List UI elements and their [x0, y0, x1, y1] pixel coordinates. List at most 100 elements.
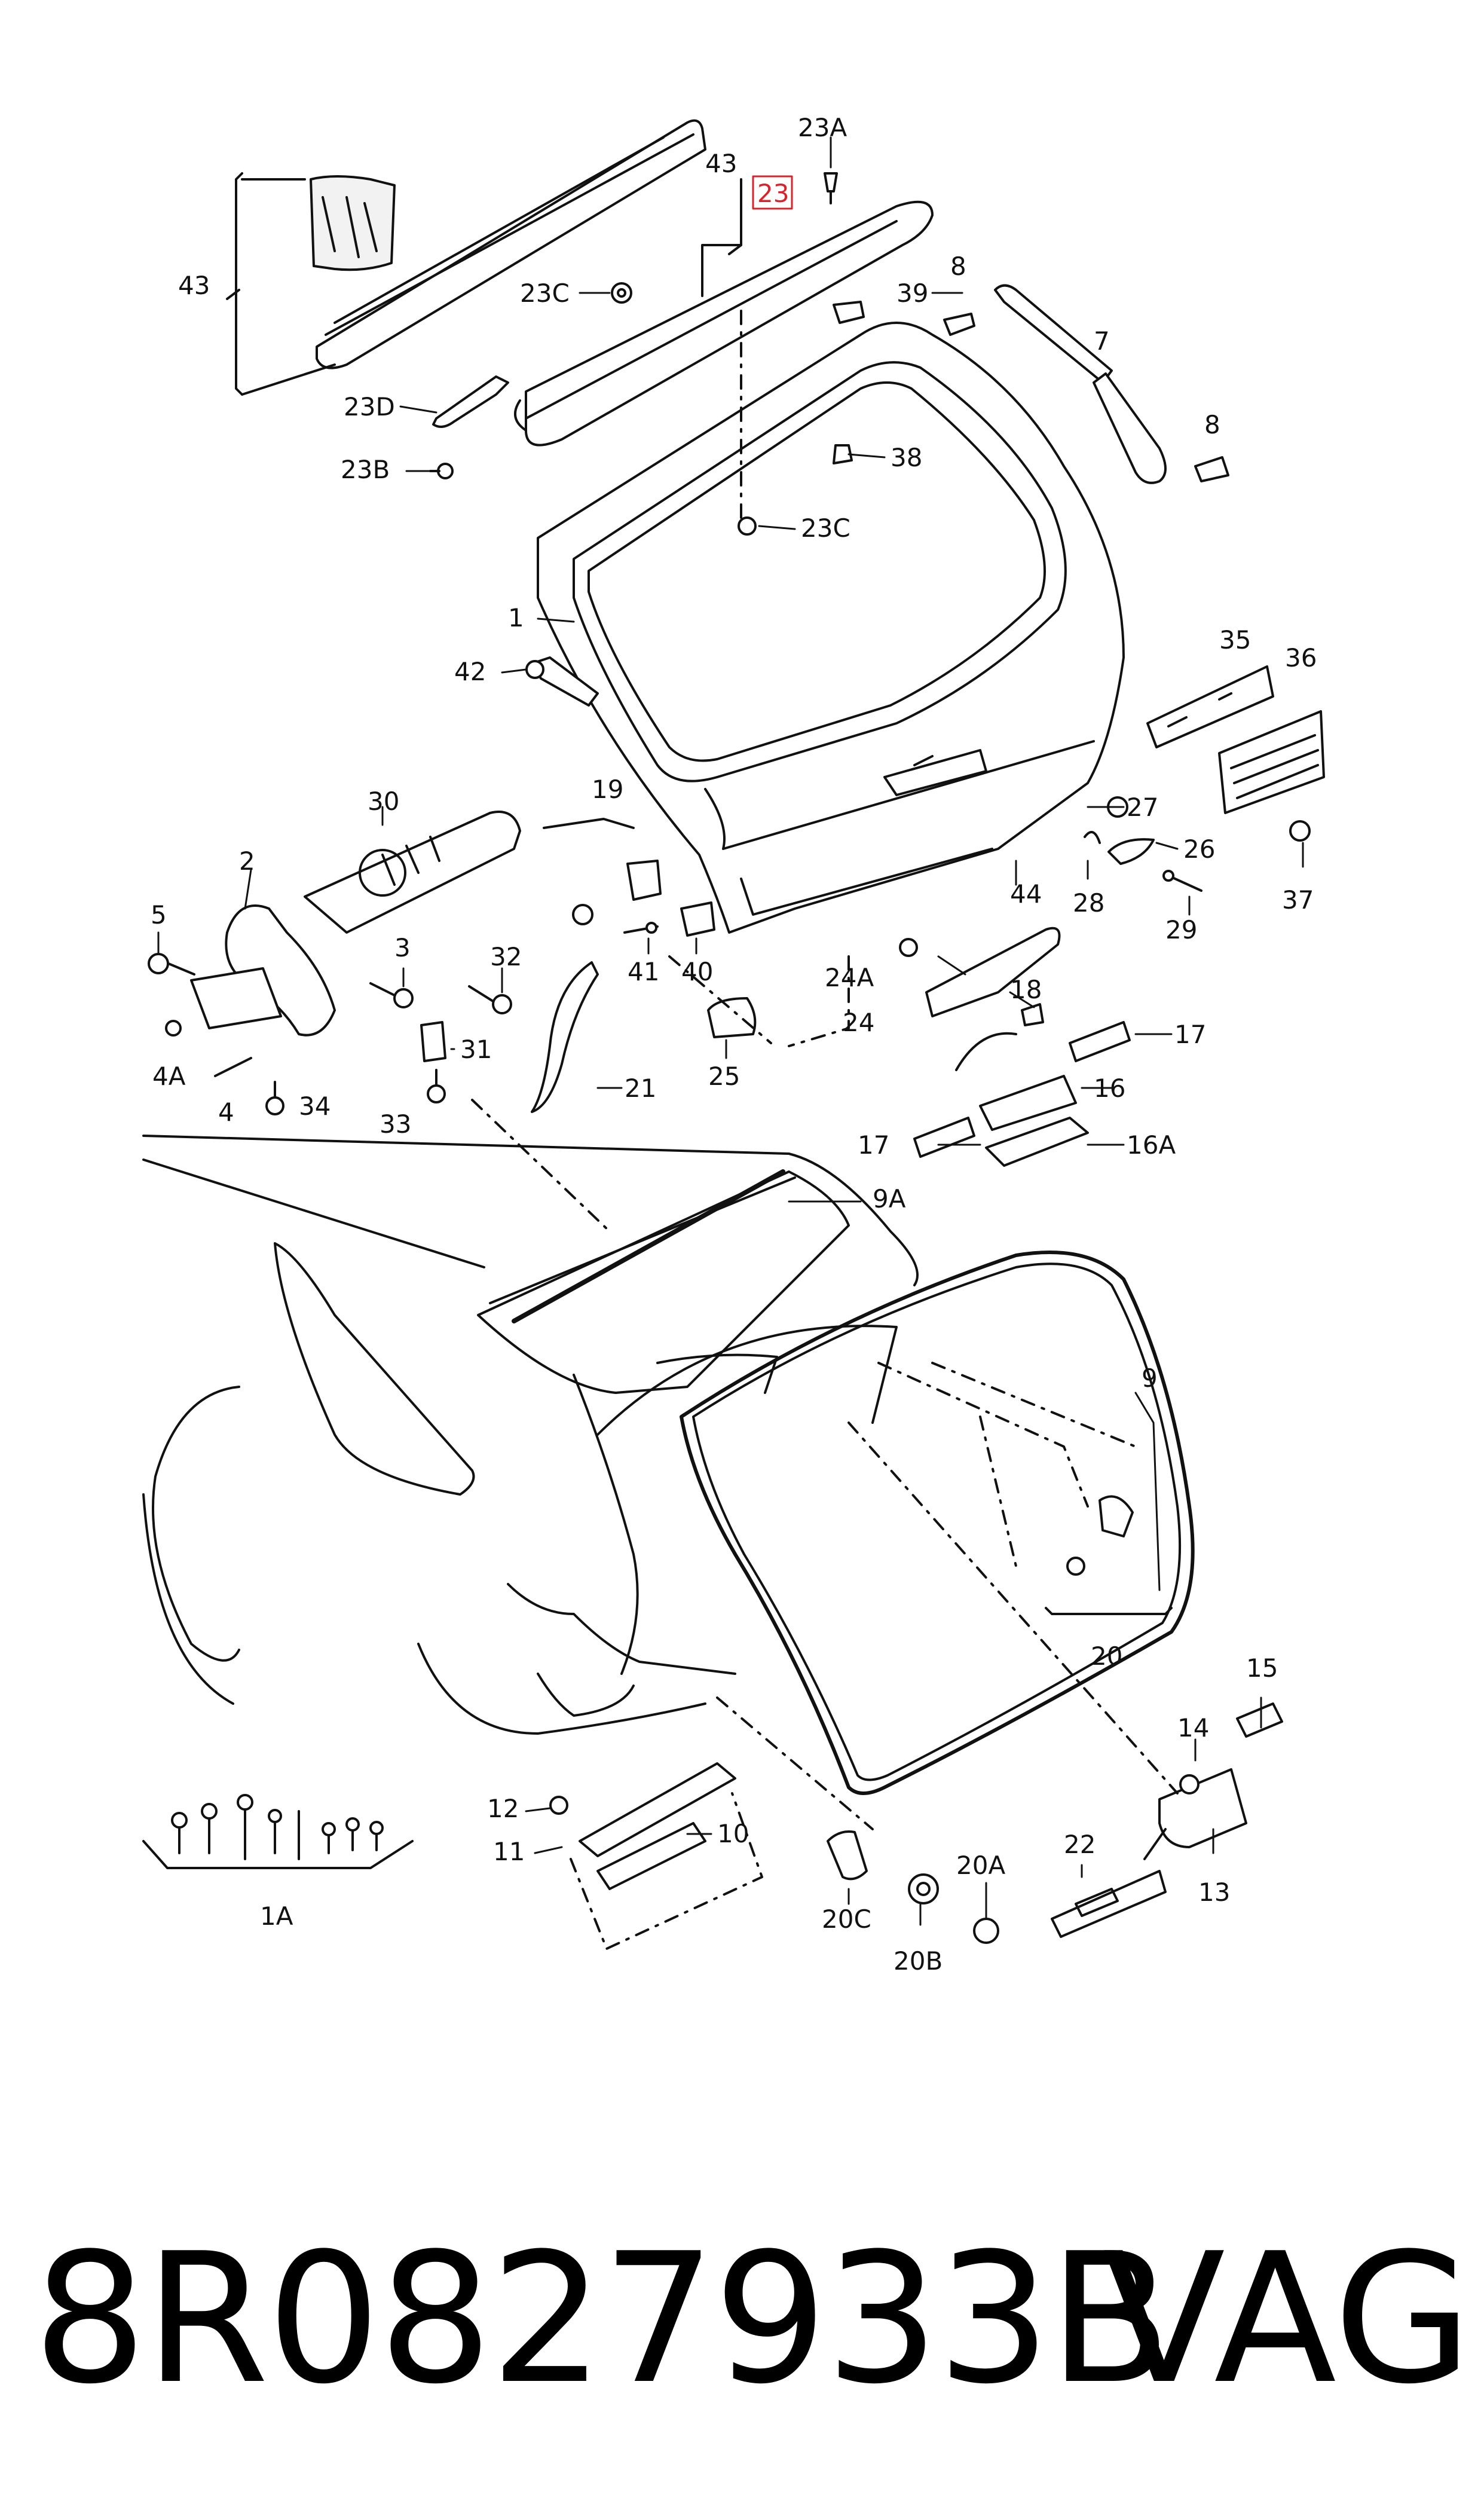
label-38: 38: [891, 443, 922, 472]
licence-bracket-36: [1218, 710, 1325, 814]
plate-35: [1146, 665, 1274, 748]
bracket-43-lines: [241, 178, 336, 396]
screw-37: [1289, 820, 1311, 842]
bolt-3: [369, 982, 414, 1008]
label-37: 37: [1282, 885, 1314, 915]
exploded-parts-diagram: 23A 43 23 43 23C 8 39 7 23D 8 38 23B 23C…: [142, 113, 1325, 1976]
bracket-19: [543, 818, 635, 829]
label-19: 19: [592, 775, 623, 804]
clip-23a: [824, 172, 838, 204]
label-9a: 9A: [873, 1184, 906, 1213]
label-1: 1: [508, 603, 524, 632]
label-14: 14: [1177, 1713, 1209, 1742]
label-41: 41: [628, 957, 659, 986]
label-30: 30: [368, 787, 399, 816]
lock-13: [1143, 1768, 1247, 1860]
label-4: 4: [218, 1097, 234, 1127]
lamp-17-right: [1069, 1021, 1131, 1062]
label-9: 9: [1142, 1364, 1158, 1393]
label-39: 39: [896, 279, 928, 308]
bracket-43-left: [235, 172, 243, 396]
bolt-33: [427, 1069, 446, 1103]
washer-20b: [908, 1873, 939, 1904]
bracket-23d: [432, 375, 509, 428]
part-28: [1084, 831, 1101, 844]
screw-19: [572, 904, 593, 925]
car-body: [142, 1135, 919, 1735]
screw-42: [525, 656, 599, 707]
label-20: 20: [1091, 1641, 1122, 1671]
label-42: 42: [454, 657, 486, 686]
bracket-43-tick: [226, 289, 240, 300]
label-31: 31: [460, 1035, 492, 1064]
label-33: 33: [380, 1109, 411, 1139]
pin-29: [1162, 870, 1203, 892]
bolt-32: [468, 985, 512, 1014]
caption: 8R0827933B VAG: [33, 2200, 1472, 2451]
label-35: 35: [1219, 625, 1251, 655]
label-10: 10: [717, 1819, 749, 1848]
seal-9a: [512, 1169, 785, 1323]
bracket-43-top: [728, 178, 742, 255]
nut-38: [833, 444, 853, 464]
label-20a: 20A: [956, 1851, 1005, 1880]
latch-14: [1179, 1774, 1200, 1794]
clip-39: [833, 301, 865, 324]
label-8-top: 8: [950, 252, 966, 281]
seal-16a: [985, 1117, 1089, 1167]
striker-22: [1051, 1870, 1167, 1938]
label-3: 3: [394, 933, 411, 962]
label-5: 5: [151, 900, 167, 930]
label-12: 12: [487, 1794, 519, 1823]
bolt-23b: [429, 463, 454, 479]
label-15: 15: [1246, 1653, 1278, 1683]
bush-20c: [827, 1830, 868, 1881]
handle-24: [925, 927, 1061, 1017]
label-24a: 24A: [825, 963, 874, 992]
screw-24a: [899, 938, 918, 957]
bracket-31: [420, 1021, 446, 1062]
label-43-top: 43: [705, 149, 737, 178]
label-23a: 23A: [798, 113, 847, 142]
guide-lines-body: [471, 1099, 1179, 1830]
part-number: 8R0827933B: [33, 2215, 1171, 2423]
cap-15: [1236, 1702, 1283, 1738]
fastener-set-1a: [171, 1794, 384, 1860]
bracket-20: [1045, 1607, 1173, 1615]
leader-lines: [157, 136, 1304, 1926]
label-23-highlighted: 23: [757, 179, 789, 208]
label-17-left: 17: [858, 1130, 889, 1160]
part-26: [1107, 838, 1155, 865]
tailgate-panel-1: [537, 322, 1125, 934]
sachet-43: [310, 175, 396, 271]
guide-line-bracket: [570, 1792, 763, 1950]
label-34: 34: [299, 1092, 331, 1121]
label-25: 25: [708, 1062, 740, 1091]
guide-line-handle: [788, 955, 850, 1047]
guide-line-tailgate: [668, 955, 772, 1044]
bracket-23: [701, 244, 742, 297]
hinge-2: [190, 904, 336, 1037]
trim-strip-43: [316, 119, 706, 369]
label-7: 7: [1094, 326, 1110, 356]
bracket-10: [549, 1762, 736, 1890]
label-32: 32: [490, 942, 522, 971]
nut-23c-top: [611, 282, 632, 304]
label-40: 40: [681, 957, 713, 986]
label-1a: 1A: [260, 1901, 293, 1931]
cable-21: [531, 961, 599, 1113]
bracket-1a: [142, 1840, 414, 1869]
part-4a: [165, 1020, 182, 1037]
label-28: 28: [1073, 888, 1104, 918]
label-44: 44: [1010, 879, 1042, 909]
part-18: [1021, 1003, 1044, 1026]
camera-16: [955, 1032, 1077, 1131]
roof-spoiler-23: [514, 200, 934, 447]
part-40: [680, 901, 715, 937]
label-23d: 23D: [344, 392, 395, 421]
label-21: 21: [625, 1074, 656, 1103]
part-19-switch: [626, 860, 662, 901]
label-22: 22: [1064, 1830, 1096, 1859]
label-18: 18: [1010, 975, 1042, 1004]
